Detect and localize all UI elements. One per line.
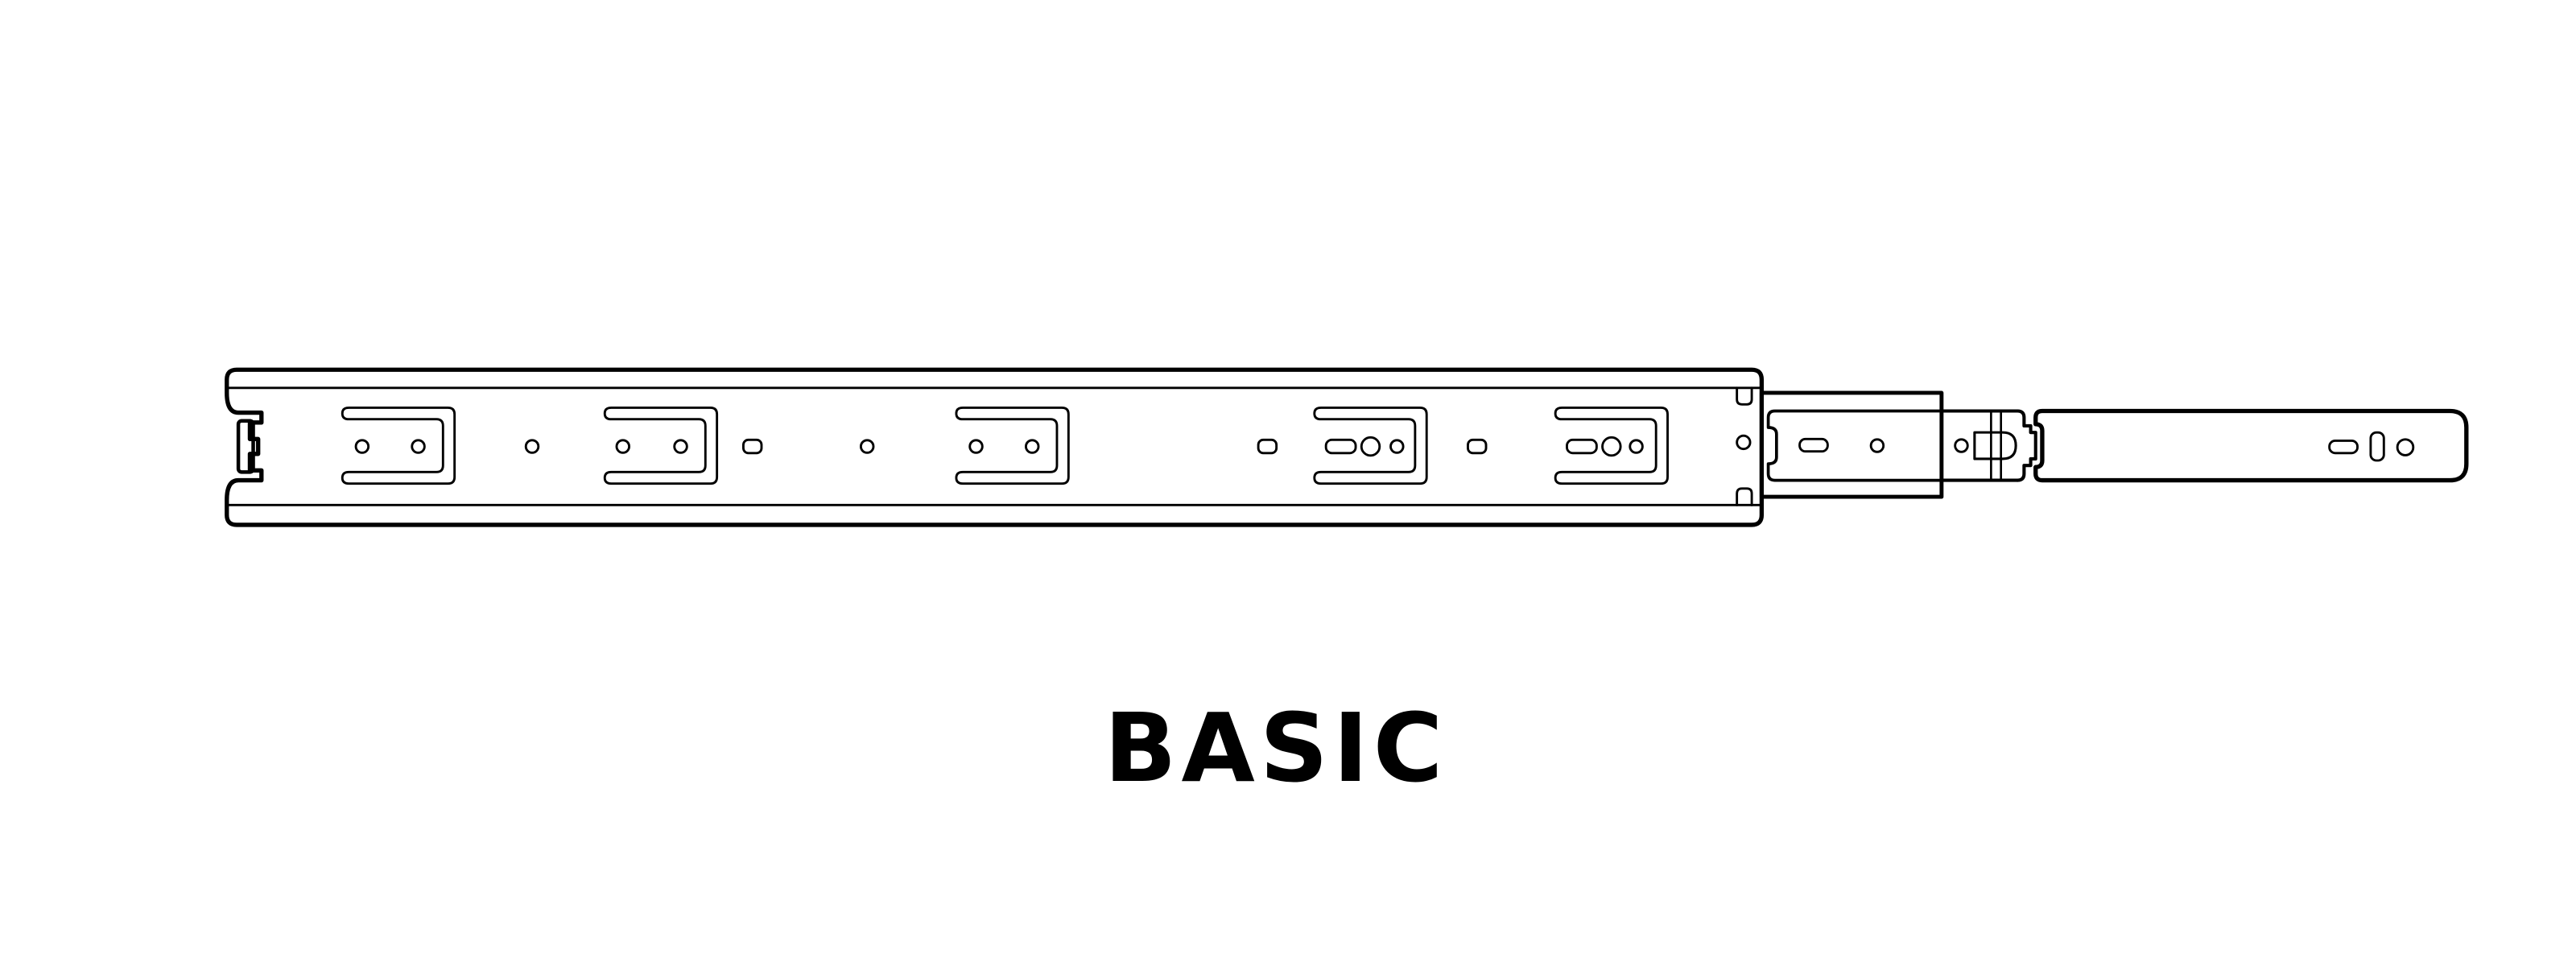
screw-hole [1629, 439, 1644, 454]
mounting-bracket-cutout [603, 406, 719, 485]
retainer-end [2016, 409, 2037, 482]
mounting-bracket-cutout [341, 406, 456, 485]
slot-hole [2328, 439, 2359, 455]
outer-rail-outline [225, 367, 1765, 527]
slot-hole [1467, 438, 1488, 455]
screw-hole [354, 439, 370, 454]
screw-hole [1869, 438, 1885, 453]
front-stop-tab [1736, 487, 1753, 506]
screw-hole [1360, 436, 1381, 457]
vertical-slot-hole [2369, 431, 2385, 462]
screw-hole [524, 439, 540, 454]
screw-hole [859, 439, 875, 454]
slot-hole [1798, 437, 1829, 453]
screw-hole [1024, 439, 1040, 454]
ball-bearing-retainer [1939, 409, 2037, 482]
screw-hole [1389, 439, 1405, 454]
screw-hole [1954, 438, 1969, 453]
release-lever [1973, 431, 2017, 460]
screw-hole [1736, 434, 1752, 451]
slot-hole [1257, 438, 1278, 455]
intermediate-rail-outline [1759, 390, 1944, 499]
product-label-text: BASIC [1104, 692, 1448, 803]
outer-rail [225, 367, 1765, 527]
intermediate-rail-inner-channel [1766, 409, 1943, 482]
screw-holes [354, 434, 1752, 457]
slot-hole [742, 438, 763, 455]
intermediate-rail [1759, 390, 1944, 499]
rear-end-clip [236, 419, 255, 474]
mounting-bracket-cutout [1554, 406, 1669, 485]
screw-hole [411, 439, 426, 454]
slot-holes [742, 438, 1598, 455]
inner-rail-outline [2033, 408, 2469, 483]
product-label: BASIC [0, 700, 2576, 795]
mounting-bracket-cutout [955, 406, 1070, 485]
screw-hole [673, 439, 688, 454]
mounting-bracket-cutout [1313, 406, 1428, 485]
inner-rail [2033, 408, 2469, 483]
screw-hole [615, 439, 631, 454]
screw-hole [1601, 436, 1622, 457]
screw-hole [2396, 438, 2415, 456]
slot-hole [1566, 438, 1598, 455]
screw-hole [968, 439, 984, 454]
front-stop-tab [1736, 386, 1753, 406]
slot-hole [1324, 438, 1357, 455]
